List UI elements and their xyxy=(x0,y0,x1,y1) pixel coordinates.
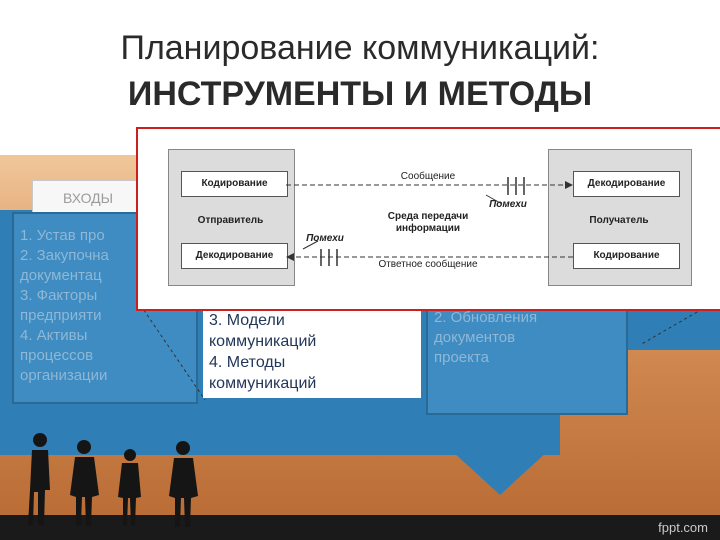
tools-list: 3. Модели коммуникаций 4. Методы коммуни… xyxy=(209,312,317,392)
decoding-box: Декодирование xyxy=(573,171,680,197)
communication-model-diagram: Кодирование Отправитель Декодирование Де… xyxy=(136,127,720,311)
message-flow-arrows xyxy=(286,177,573,266)
title-line-1: Планирование коммуникаций: xyxy=(120,29,600,67)
reply-label: Ответное сообщение xyxy=(378,259,478,270)
medium-label: Среда передачи информации xyxy=(387,211,469,234)
title-line-2: ИНСТРУМЕНТЫ И МЕТОДЫ xyxy=(127,75,593,113)
floor-strip xyxy=(0,515,720,540)
sender-decoding-box: Декодирование xyxy=(181,243,288,269)
receiver-encoding-box: Кодирование xyxy=(573,243,680,269)
inputs-list: 1. Устав про 2. Закупочна документац 3. … xyxy=(20,227,109,384)
footer-brand: fppt.com xyxy=(658,520,708,535)
outputs-panel: 2. Обновления документов проекта xyxy=(426,296,628,415)
message-label: Сообщение xyxy=(400,171,456,182)
encoding-box: Кодирование xyxy=(181,171,288,197)
noise-top-label: Помехи xyxy=(489,199,527,210)
blue-card-tail xyxy=(440,440,560,495)
noise-bottom-label: Помехи xyxy=(306,233,344,244)
sender-label: Отправитель xyxy=(197,215,264,226)
outputs-list: 2. Обновления документов проекта xyxy=(434,309,538,366)
receiver-label: Получатель xyxy=(589,215,649,226)
